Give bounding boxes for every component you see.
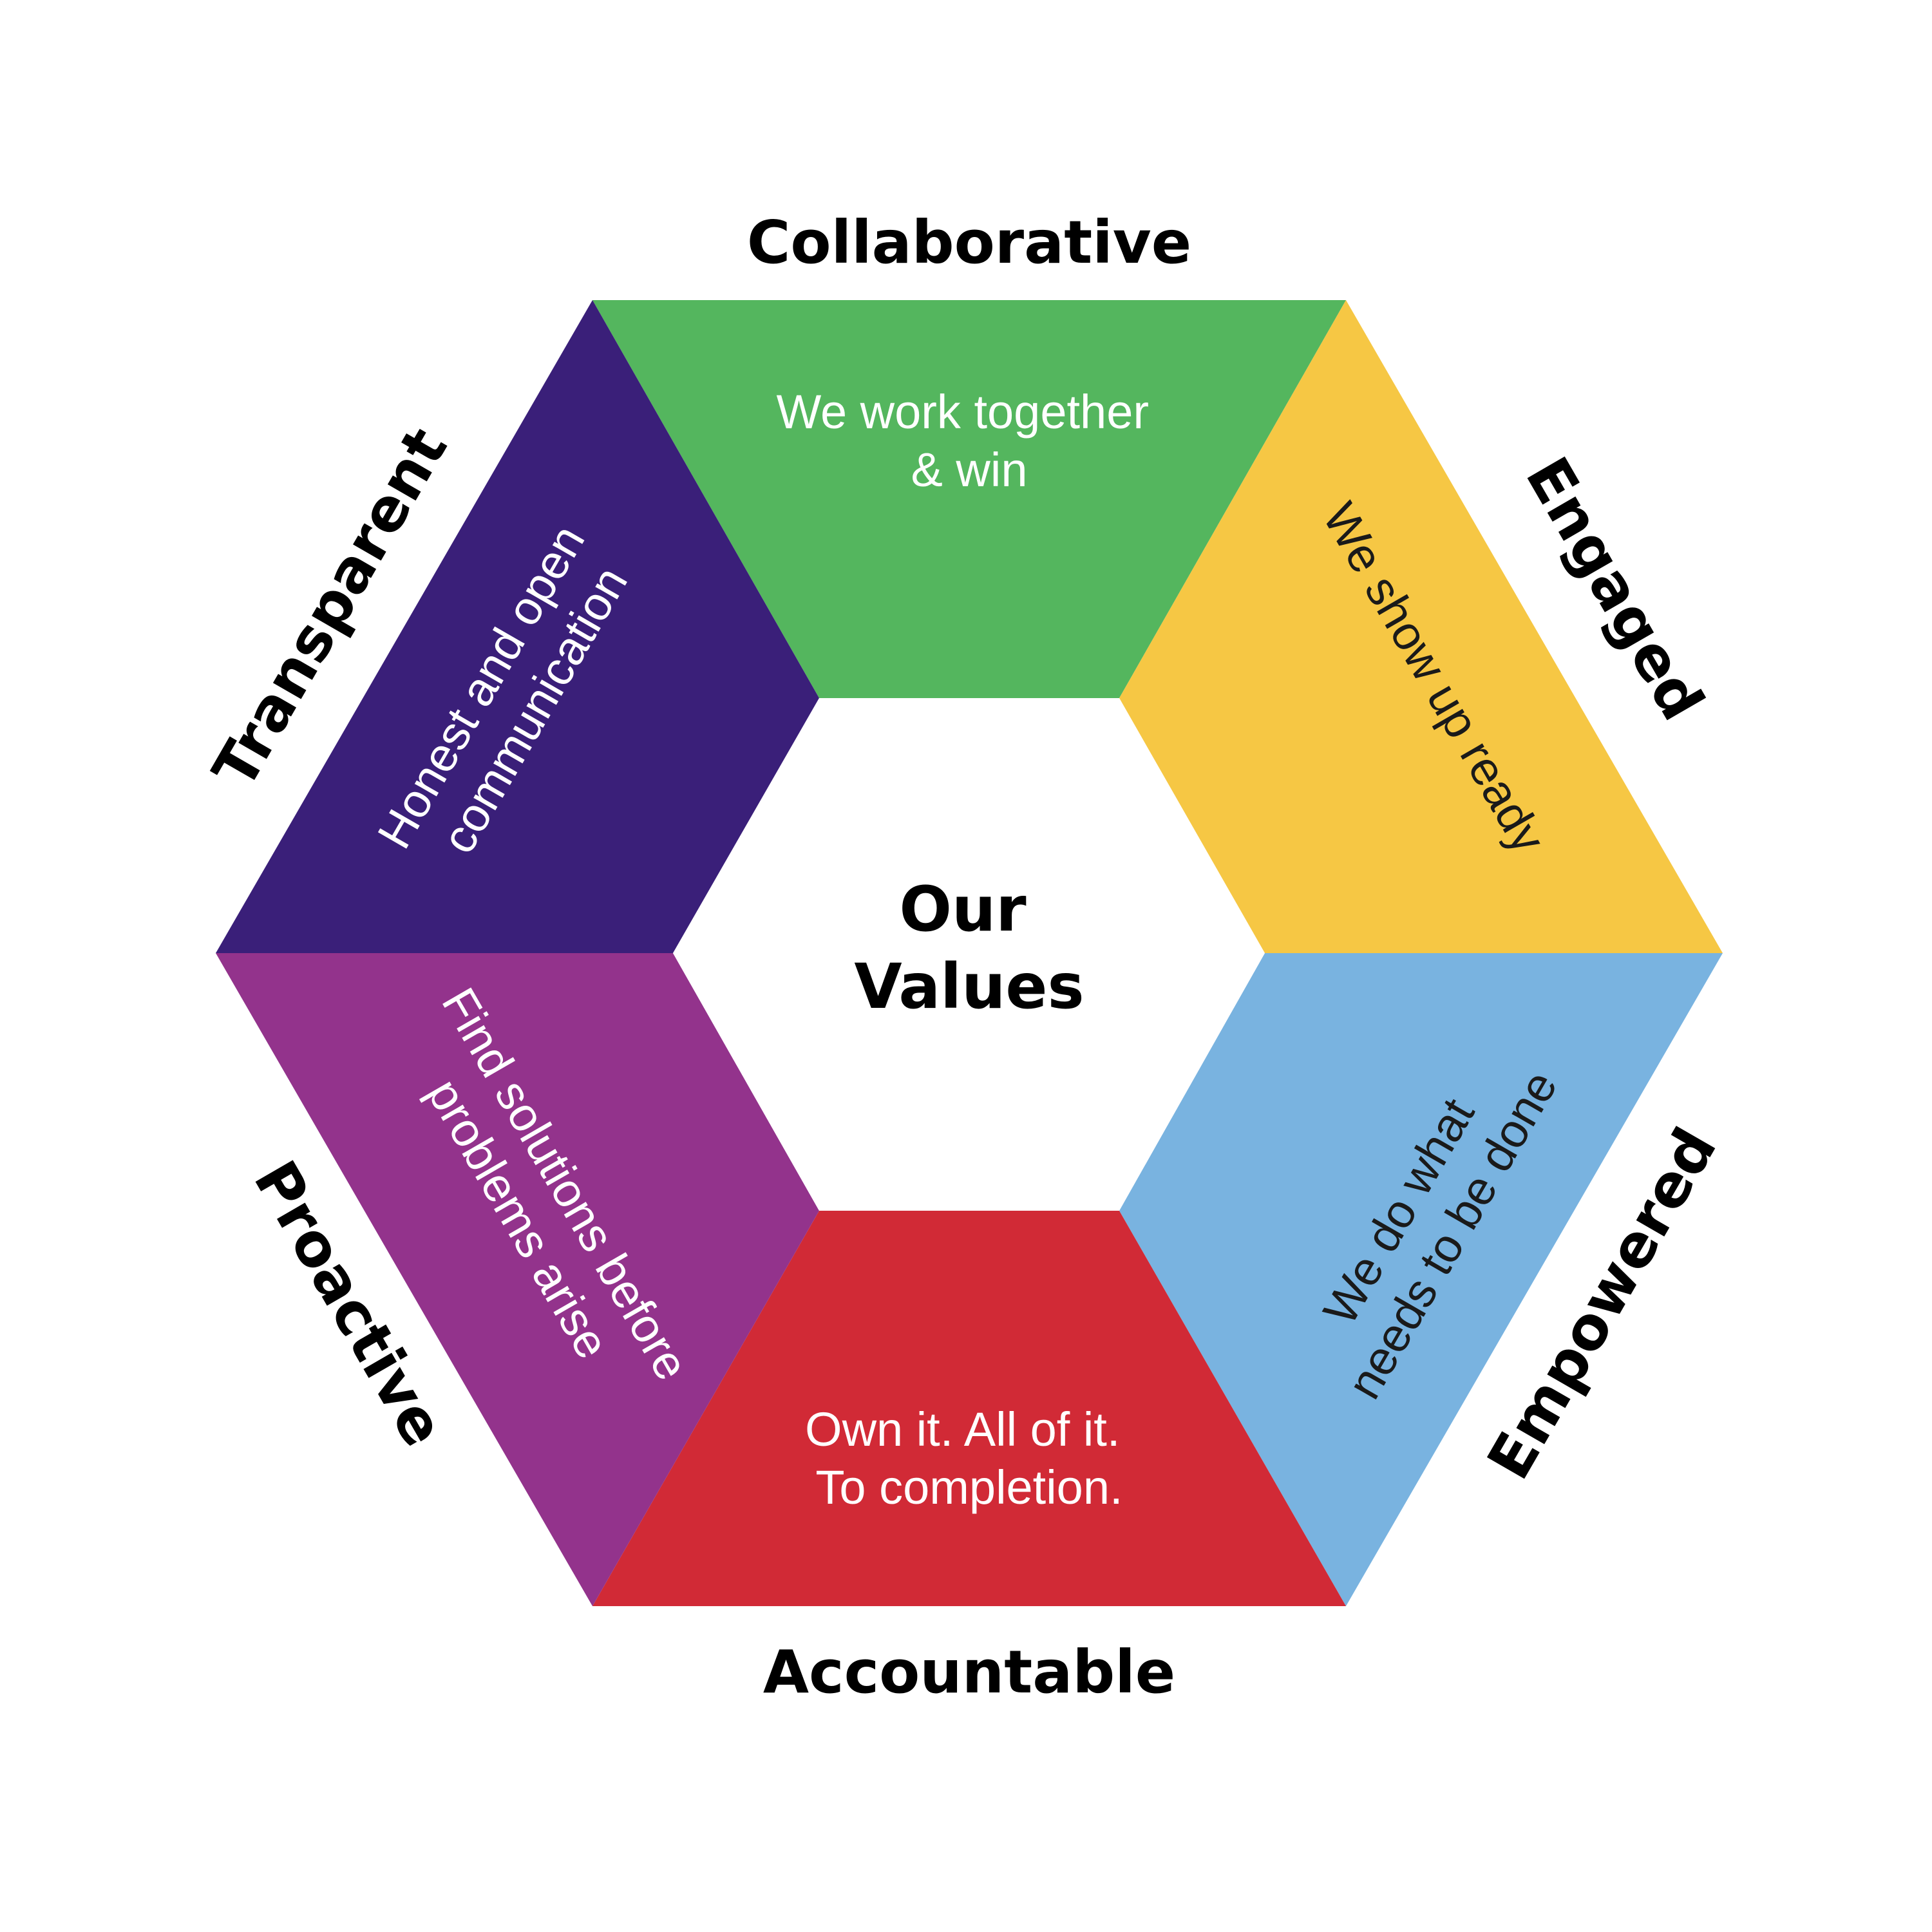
value-description-collaborative: We work together & win [776, 385, 1162, 497]
value-description-accountable: Own it. All of it. To completion. [805, 1403, 1133, 1514]
description-line: Own it. All of it. [805, 1403, 1120, 1456]
segment-transparent [216, 300, 819, 953]
center-hexagon [673, 698, 1265, 1211]
segment-accountable [592, 1211, 1346, 1606]
description-line: We work together [776, 385, 1149, 439]
center-title-line1: Our [899, 873, 1027, 945]
segment-collaborative [592, 300, 1346, 698]
description-line: & win [911, 443, 1028, 497]
segment-engaged [1119, 300, 1723, 953]
segment-empowered [1119, 953, 1723, 1606]
segment-proactive [216, 953, 819, 1606]
center-title-line2: Values [854, 951, 1084, 1023]
value-name-collaborative: Collaborative [747, 208, 1191, 277]
value-name-accountable: Accountable [763, 1638, 1175, 1707]
description-line: To completion. [815, 1461, 1122, 1514]
